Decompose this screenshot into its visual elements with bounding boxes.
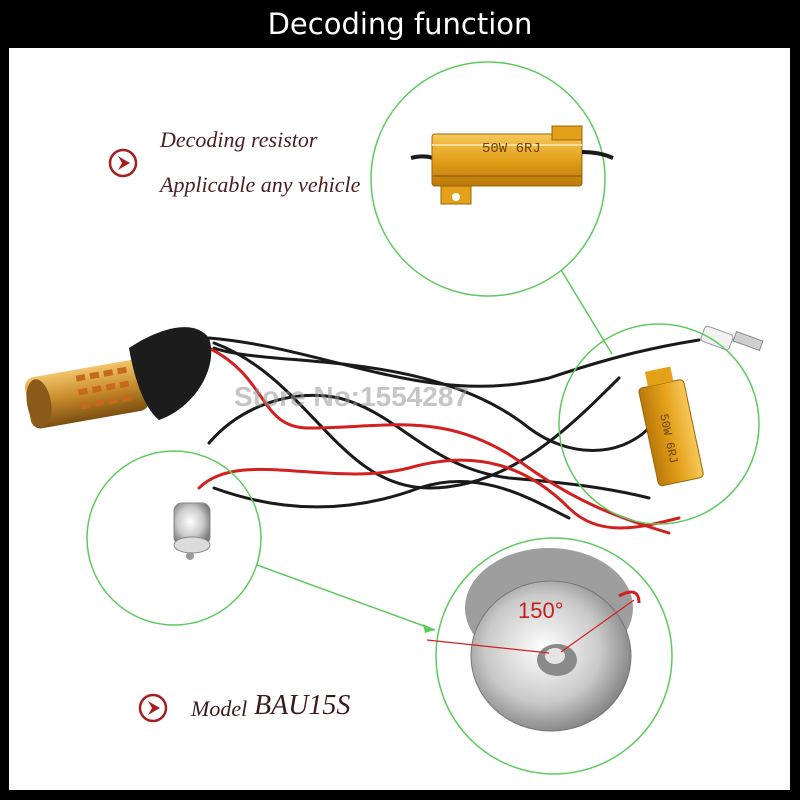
pointer-arrowhead bbox=[423, 624, 435, 633]
resistor-zoom: 50W 6RJ bbox=[370, 61, 614, 297]
highlight-circle bbox=[558, 323, 760, 525]
resistor-in-harness: 50W 6RJ bbox=[638, 366, 704, 487]
product-scene: 50W 6RJ 50W 6RJ bbox=[24, 61, 764, 775]
led-bulb bbox=[24, 327, 212, 429]
bau15s-socket bbox=[173, 502, 211, 560]
page-title: Decoding function bbox=[267, 7, 533, 41]
caption-applicable: Applicable any vehicle bbox=[160, 172, 361, 197]
image-panel: 50W 6RJ 50W 6RJ bbox=[9, 48, 790, 790]
caption-decoding-resistor: Decoding resistor bbox=[160, 127, 318, 152]
store-watermark: Store No:1554287 bbox=[234, 381, 470, 412]
caption-model-value: BAU15S bbox=[254, 690, 351, 721]
chevron-right-icon bbox=[108, 148, 138, 178]
wires bbox=[197, 336, 701, 535]
bulb-base-zoom: 150° bbox=[426, 537, 673, 775]
spade-connector bbox=[700, 325, 764, 352]
chevron-right-icon bbox=[138, 693, 168, 723]
pointer-lines bbox=[256, 254, 613, 631]
caption-model-label: Model bbox=[191, 696, 248, 721]
angle-label: 150° bbox=[518, 598, 564, 623]
highlight-circle bbox=[86, 450, 262, 626]
resistor-marking: 50W 6RJ bbox=[482, 141, 541, 157]
